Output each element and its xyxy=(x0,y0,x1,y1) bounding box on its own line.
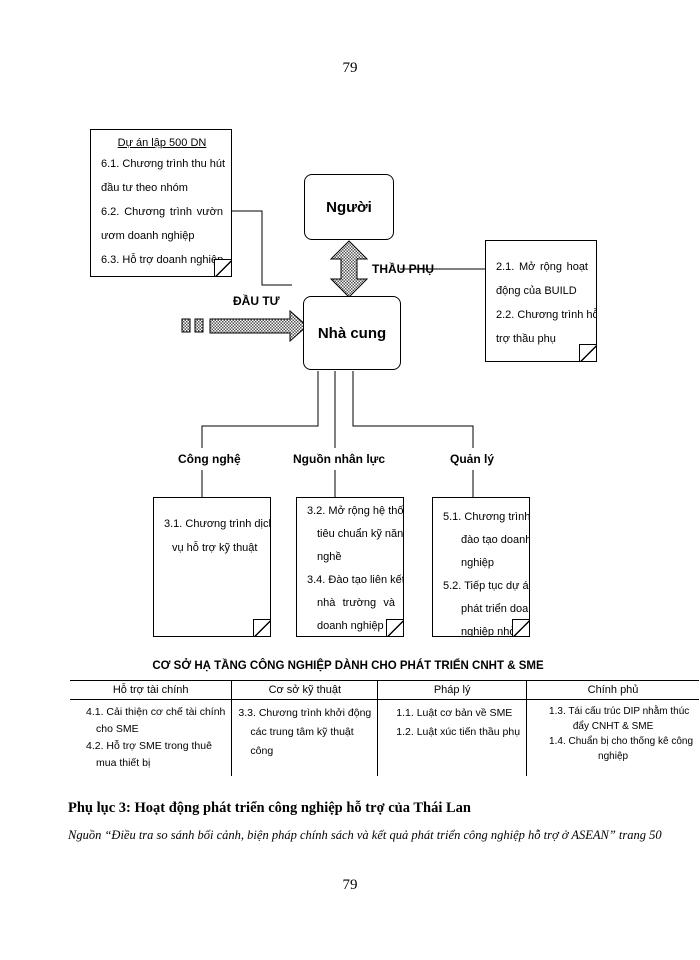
infra-item: đẩy CNHT & SME xyxy=(572,721,654,732)
page-number-bottom: 79 xyxy=(342,877,358,893)
note-project-line: ươm doanh nghiệp xyxy=(101,230,195,242)
infra-item: 1.1. Luật cơ bản về SME xyxy=(396,707,513,719)
note-hr-line: nghề xyxy=(317,551,342,563)
infra-header-government: Chính phủ xyxy=(526,680,700,700)
note-subcontract-line: 2.2. Chương trình hỗ xyxy=(496,309,597,321)
note-project-500: Dự án lập 500 DN 6.1. Chương trình thu h… xyxy=(90,129,232,277)
infra-cell-technical: 3.3. Chương trình khởi động các trung tâ… xyxy=(231,699,378,776)
note-hr-line: 3.2. Mở rộng hệ thống xyxy=(307,505,404,517)
label-human-resources: Nguồn nhân lực xyxy=(293,452,386,466)
note-human-resources: 3.2. Mở rộng hệ thống tiêu chuẩn kỹ năng… xyxy=(296,497,404,637)
page-curl-icon xyxy=(512,619,529,636)
note-project-line: 6.3. Hỗ trợ doanh nghiệp xyxy=(101,254,224,266)
page-number-top: 79 xyxy=(342,60,358,76)
infra-header-legal: Pháp lý xyxy=(377,680,527,700)
note-mgmt-line: nghiệp xyxy=(461,557,495,569)
infra-header-technical: Cơ sở kỹ thuật xyxy=(231,680,378,700)
note-technology: 3.1. Chương trình dịch vụ hỗ trợ kỹ thuậ… xyxy=(153,497,271,637)
page-curl-icon xyxy=(214,259,231,276)
infra-item: 4.2. Hỗ trợ SME trong thuê xyxy=(86,740,212,752)
note-technology-line: 3.1. Chương trình dịch xyxy=(164,518,271,530)
note-subcontract-line: động của BUILD xyxy=(496,285,577,297)
infrastructure-title: CƠ SỞ HẠ TẦNG CÔNG NGHIỆP DÀNH CHO PHÁT … xyxy=(152,660,544,672)
note-hr-line: 3.4. Đào tạo liên kết giữa xyxy=(307,574,404,586)
infra-cell-government: 1.3. Tái cấu trúc DIP nhằm thúc đẩy CNHT… xyxy=(526,699,700,776)
infra-item: 1.3. Tái cấu trúc DIP nhằm thúc xyxy=(549,706,690,717)
node-people: Người xyxy=(304,174,394,240)
infra-item: 1.2. Luật xúc tiến thầu phụ xyxy=(396,726,521,738)
infra-item: nghiệp xyxy=(598,751,629,762)
infra-item: 3.3. Chương trình khởi động xyxy=(238,707,372,719)
note-project-line: 6.2. Chương trình vườn xyxy=(101,206,223,218)
label-technology: Công nghệ xyxy=(178,452,241,466)
infra-item: mua thiết bị xyxy=(96,757,151,769)
double-arrow xyxy=(329,240,369,298)
note-mgmt-line: 5.2. Tiếp tục dự án xyxy=(443,580,530,592)
note-project-line: 6.1. Chương trình thu hút xyxy=(101,158,226,170)
label-subcontract: THẦU PHỤ xyxy=(372,262,434,276)
infra-item: 1.4. Chuẩn bị cho thống kê công xyxy=(549,736,694,747)
note-subcontract: 2.1. Mở rộng hoạt động của BUILD 2.2. Ch… xyxy=(485,240,597,362)
page-curl-icon xyxy=(253,619,270,636)
note-subcontract-line: 2.1. Mở rộng hoạt xyxy=(496,261,588,273)
infra-item: cho SME xyxy=(96,723,139,735)
diagram-connectors xyxy=(181,210,485,497)
note-mgmt-line: đào tạo doanh xyxy=(461,534,530,546)
infra-header-finance: Hỗ trợ tài chính xyxy=(70,680,232,700)
figure-source: Nguồn “Điều tra so sánh bối cảnh, biện p… xyxy=(68,828,662,842)
investment-arrow xyxy=(209,309,308,343)
infra-item: 4.1. Cải thiện cơ chế tài chính xyxy=(86,706,226,718)
page-curl-icon xyxy=(579,344,596,361)
investment-marker-2 xyxy=(194,318,204,333)
note-technology-line: vụ hỗ trợ kỹ thuật xyxy=(172,542,258,554)
node-supplier: Nhà cung xyxy=(303,296,401,370)
label-investment: ĐẦU TƯ xyxy=(233,294,280,308)
label-management: Quản lý xyxy=(450,452,495,466)
figure-caption: Phụ lục 3: Hoạt động phát triển công ngh… xyxy=(68,800,471,816)
note-hr-line: doanh nghiệp xyxy=(317,620,384,632)
infra-cell-legal: 1.1. Luật cơ bản về SME 1.2. Luật xúc ti… xyxy=(377,699,527,776)
note-management: 5.1. Chương trình tái đào tạo doanh nghi… xyxy=(432,497,530,637)
note-hr-line: tiêu chuẩn kỹ năng xyxy=(317,528,404,540)
infra-cell-finance: 4.1. Cải thiện cơ chế tài chính cho SME … xyxy=(70,700,232,777)
note-mgmt-line: 5.1. Chương trình tái xyxy=(443,511,530,523)
page-curl-icon xyxy=(386,619,403,636)
note-hr-line: nhà trường và xyxy=(317,597,395,609)
note-project-title: Dự án lập 500 DN xyxy=(117,137,207,149)
infra-item: công xyxy=(250,745,274,757)
infra-item: các trung tâm kỹ thuật xyxy=(250,726,354,738)
note-mgmt-line: nghiệp nhỏ xyxy=(461,626,516,637)
note-project-line: đầu tư theo nhóm xyxy=(101,182,188,194)
note-mgmt-line: phát triển doanh xyxy=(461,603,529,615)
investment-marker-1 xyxy=(181,318,191,333)
note-subcontract-line: trợ thầu phụ xyxy=(496,333,556,345)
infrastructure-table: Hỗ trợ tài chính Cơ sở kỹ thuật Pháp lý … xyxy=(70,680,700,777)
